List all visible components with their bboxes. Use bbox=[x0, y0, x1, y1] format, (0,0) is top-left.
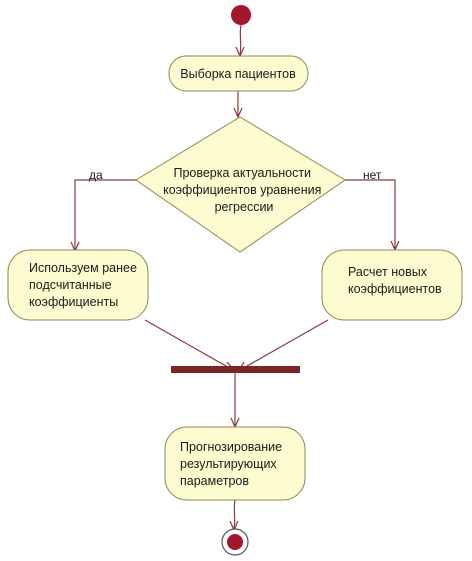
guard-no: нет bbox=[363, 168, 382, 182]
activity-forecast-parameters: Прогнозирование результирующих параметро… bbox=[164, 426, 306, 501]
synchronization-bar bbox=[171, 366, 300, 373]
activity-use-previous-label: Используем ранее подсчитанные коэффициен… bbox=[29, 261, 140, 309]
decision-check-coefficients: Проверка актуальности коэффициентов урав… bbox=[135, 116, 346, 253]
decision-label: Проверка актуальности коэффициентов урав… bbox=[163, 166, 325, 214]
initial-node bbox=[231, 5, 251, 25]
activity-forecast-label: Прогнозирование результирующих параметро… bbox=[180, 440, 286, 488]
flow-use-previous-to-sync bbox=[144, 319, 236, 371]
flow-decision-to-calc-new bbox=[345, 179, 400, 252]
flow-sync-to-forecast bbox=[230, 373, 240, 429]
activity-calc-new-coefficients: Расчет новых коэффициентов bbox=[321, 249, 463, 321]
flow-select-to-decision bbox=[233, 91, 243, 119]
activity-use-previous-coefficients: Используем ранее подсчитанные коэффициен… bbox=[7, 249, 149, 321]
flow-decision-to-use-previous bbox=[70, 179, 137, 253]
activity-calc-new-label: Расчет новых коэффициентов bbox=[348, 265, 442, 296]
flow-initial-to-select bbox=[235, 24, 245, 58]
flow-forecast-to-final bbox=[229, 499, 239, 532]
flow-calc-new-to-sync bbox=[237, 319, 329, 371]
activity-select-patients-label: Выборка пациентов bbox=[180, 67, 296, 81]
final-node bbox=[221, 528, 249, 556]
guard-yes: да bbox=[89, 168, 103, 182]
activity-select-patients: Выборка пациентов bbox=[168, 55, 309, 92]
